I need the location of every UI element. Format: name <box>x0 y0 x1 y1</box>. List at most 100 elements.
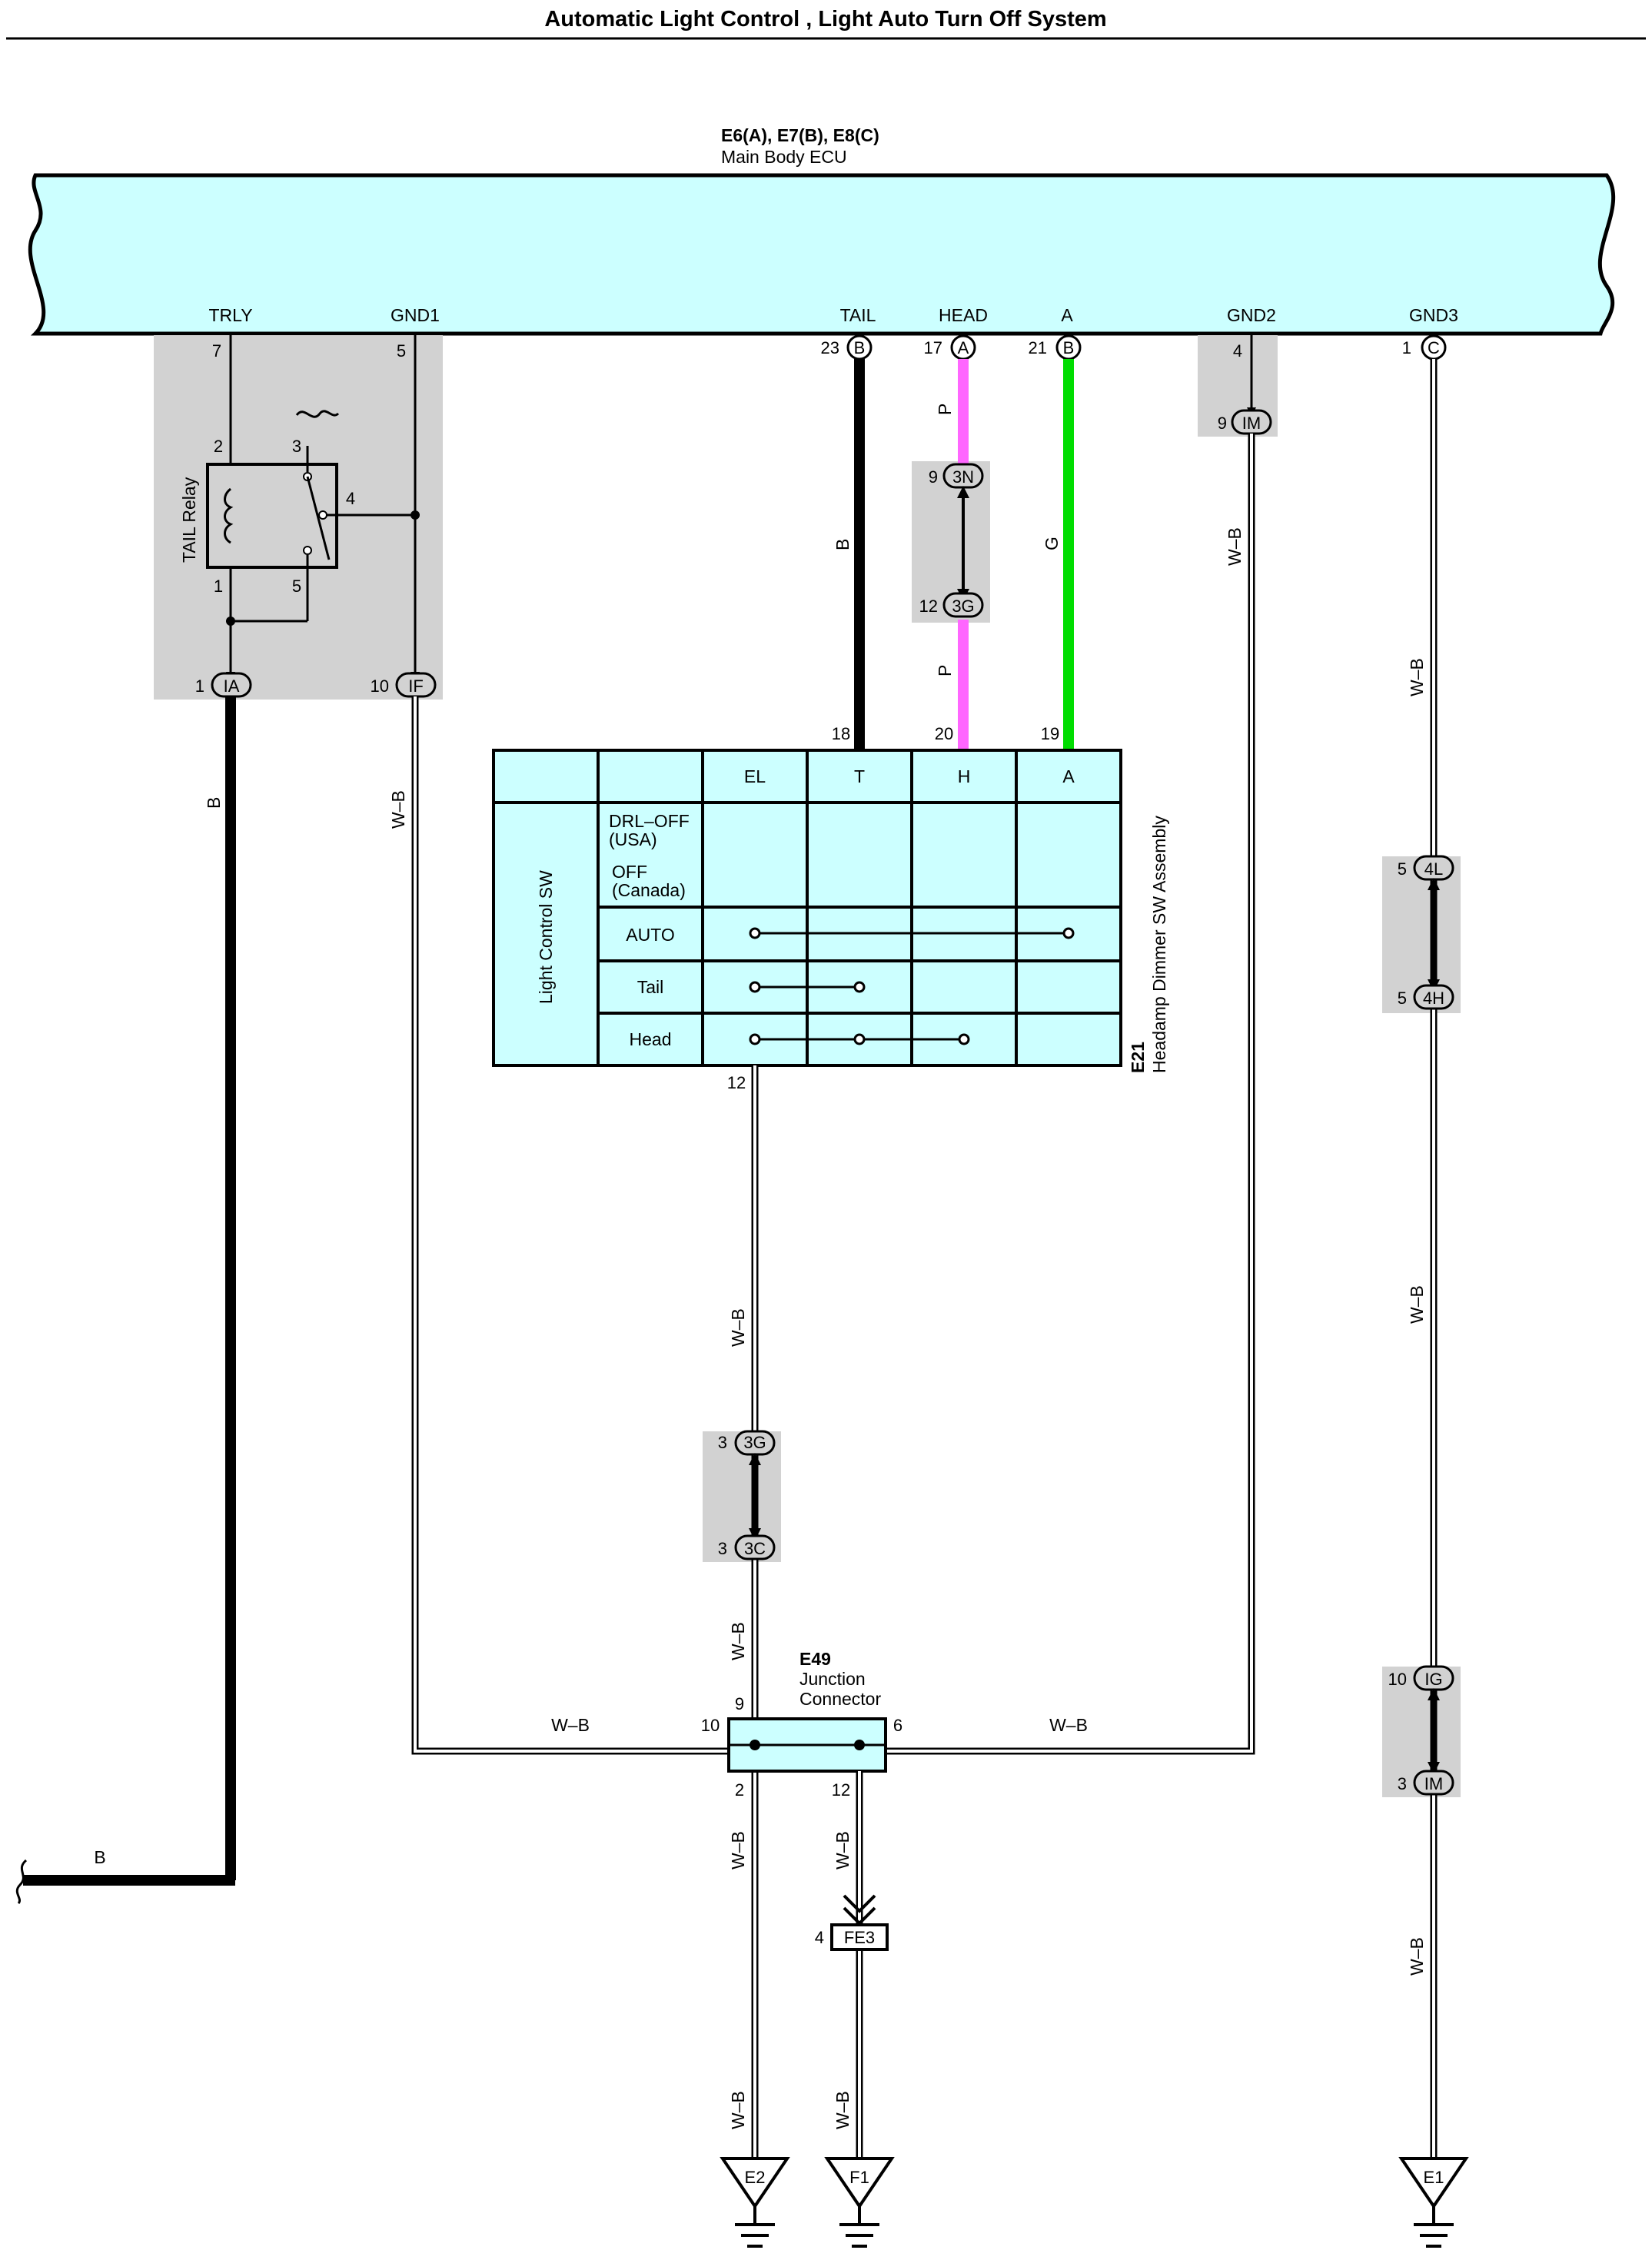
junction-4h-pin: 5 <box>1398 989 1407 1008</box>
wire-wb-e2-label: W–B <box>728 1831 748 1869</box>
wire-p-head-bottom-label: P <box>935 665 955 676</box>
switch-col-el: EL <box>744 766 766 786</box>
ecu-conn-a-label: B <box>1063 338 1075 357</box>
junction-connector-splice-1 <box>750 1740 760 1750</box>
page-title: Automatic Light Control , Light Auto Tur… <box>544 7 1106 32</box>
switch-row-tail: Tail <box>637 977 664 997</box>
switch-row-drl-off: DRL–OFF <box>609 811 690 831</box>
switch-continuity-auto <box>749 927 1075 939</box>
ecu-pin-a: 21 <box>1029 338 1047 357</box>
wire-b-bottom-label: B <box>94 1847 105 1867</box>
switch-row-canada: (Canada) <box>612 880 686 900</box>
junction-ig-label: IG <box>1424 1670 1442 1689</box>
ecu-conn-gnd3-label: C <box>1428 338 1440 357</box>
junction-im-top-pin: 9 <box>1218 414 1227 433</box>
wire-wb-gnd3-bottom-label: W–B <box>1407 1937 1427 1976</box>
junction-ig-pin: 10 <box>1388 1670 1407 1689</box>
junction-4h <box>1413 984 1454 1010</box>
light-control-switch-table <box>492 749 1122 1067</box>
junction-if-pin: 10 <box>371 676 389 696</box>
relay-splice-4 <box>411 510 420 520</box>
junction-connector-line1: Junction <box>799 1669 866 1689</box>
relay-ac-symbol-icon <box>295 410 340 418</box>
ecu-terminal-tail: TAIL <box>840 305 876 325</box>
junction-3c-label: 3C <box>744 1539 766 1558</box>
junction-fe3-pin: 4 <box>815 1928 824 1947</box>
junction-4h-label: 4H <box>1423 989 1444 1008</box>
relay-contact-5 <box>303 546 312 555</box>
junction-3g-top <box>942 592 984 618</box>
switch-continuity-tail <box>749 981 866 993</box>
wire-p-head-top-label: P <box>935 404 955 415</box>
junction-ia-label: IA <box>224 676 240 696</box>
ground-e1-icon <box>1398 2157 1469 2248</box>
ecu-pin-gnd2: 4 <box>1233 341 1242 361</box>
wire-wb-right-h-label: W–B <box>1049 1715 1088 1735</box>
relay-pin-2: 2 <box>214 437 223 456</box>
junction-3n-pin: 9 <box>929 467 938 487</box>
tail-relay-label: TAIL Relay <box>179 477 199 563</box>
ground-f1-icon <box>824 2157 895 2248</box>
junction-4l-label: 4L <box>1424 859 1443 879</box>
main-body-ecu <box>28 173 1616 336</box>
wire-wb-gnd3-top-label: W–B <box>1407 658 1427 696</box>
junction-connector-splice-2 <box>854 1740 865 1750</box>
wire-wb-gnd2-label: W–B <box>1225 527 1245 566</box>
ground-e2-label: E2 <box>745 2168 766 2187</box>
relay-pin-3: 3 <box>292 437 301 456</box>
switch-row-head: Head <box>630 1029 672 1049</box>
ecu-terminal-gnd2: GND2 <box>1227 305 1276 325</box>
ecu-terminal-head: HEAD <box>939 305 988 325</box>
junction-im-top-label: IM <box>1242 414 1261 433</box>
junction-3g-bottom-label: 3G <box>743 1433 766 1452</box>
ecu-name: Main Body ECU <box>721 147 847 167</box>
junction-ia-pin: 1 <box>195 676 204 696</box>
junction-3c <box>734 1534 776 1560</box>
switch-pin-19: 19 <box>1041 724 1059 743</box>
relay-contact-4 <box>318 510 327 520</box>
ecu-terminal-gnd1: GND1 <box>391 305 440 325</box>
switch-continuity-head <box>749 1033 970 1045</box>
junction-3g-bottom-pin: 3 <box>718 1433 727 1452</box>
switch-col-a: A <box>1062 766 1075 786</box>
wire-wb-f1-top-label: W–B <box>833 1831 853 1869</box>
switch-pin-18: 18 <box>832 724 850 743</box>
switch-name: Headamp Dimmer SW Assembly <box>1149 816 1169 1073</box>
junction-im-bottom <box>1413 1770 1454 1796</box>
relay-switch-arm <box>306 476 331 560</box>
junction-3g-top-label: 3G <box>952 597 974 616</box>
junction-connector-line2: Connector <box>799 1689 881 1709</box>
wire-b-tail-label: B <box>833 539 853 550</box>
junction-3n-label: 3N <box>952 467 974 487</box>
wire-wb-f1-bottom-label: W–B <box>833 2091 853 2129</box>
junction-if-label: IF <box>408 676 424 696</box>
junction-fe3-label: FE3 <box>844 1928 875 1947</box>
junction-connector-pin-6: 6 <box>893 1716 902 1735</box>
junction-3c-pin: 3 <box>718 1539 727 1558</box>
switch-row-off: OFF <box>612 862 647 882</box>
wire-b-trly-label: B <box>204 797 224 809</box>
wire-wb-sw-mid-label: W–B <box>728 1622 748 1660</box>
wire-wb-gnd2-inner <box>876 434 1253 1753</box>
wire-break-icon <box>15 1859 28 1905</box>
switch-col-h: H <box>958 766 971 786</box>
switch-row-auto: AUTO <box>626 925 674 945</box>
junction-connector-id: E49 <box>799 1649 831 1669</box>
ecu-conn-tail-label: B <box>854 338 866 357</box>
junction-connector-pin-10: 10 <box>701 1716 720 1735</box>
ground-e2-icon <box>720 2157 790 2248</box>
wire-wb-e2-bottom-label: W–B <box>728 2091 748 2129</box>
switch-pin-12: 12 <box>727 1073 746 1092</box>
ecu-conn-head-label: A <box>958 338 969 357</box>
ground-e1-label: E1 <box>1424 2168 1444 2187</box>
wire-wb-gnd1-label: W–B <box>388 790 408 829</box>
ground-f1-label: F1 <box>849 2168 869 2187</box>
junction-im-bottom-pin: 3 <box>1398 1774 1407 1793</box>
junction-connector-pin-9: 9 <box>735 1694 744 1713</box>
ecu-pin-trly: 7 <box>212 341 221 361</box>
junction-connector-pin-12: 12 <box>832 1780 850 1800</box>
junction-4l-pin: 5 <box>1398 859 1407 879</box>
ecu-pin-head: 17 <box>924 338 942 357</box>
relay-coil-icon <box>224 487 234 544</box>
